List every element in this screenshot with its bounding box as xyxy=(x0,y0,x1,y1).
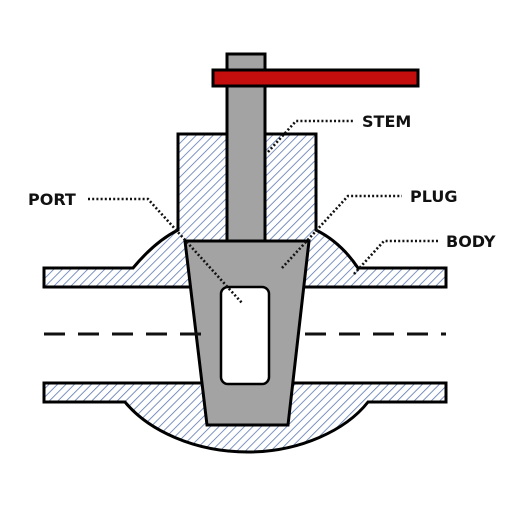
stem-label: STEM xyxy=(362,112,411,131)
body-label: BODY xyxy=(446,232,496,251)
leader-lines xyxy=(88,119,440,304)
plug-label: PLUG xyxy=(410,187,457,206)
plug-leader-line xyxy=(281,194,402,269)
port-opening xyxy=(219,285,271,386)
handle xyxy=(211,68,420,88)
port-label: PORT xyxy=(28,190,76,209)
port-leader-line xyxy=(88,197,243,304)
stem-leader-line xyxy=(267,119,354,153)
